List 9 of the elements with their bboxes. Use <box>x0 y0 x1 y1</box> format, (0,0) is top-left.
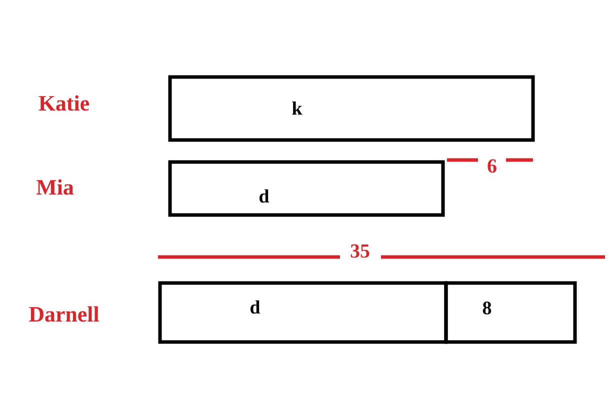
bar-model-box: d <box>158 281 448 344</box>
name-label: Mia <box>36 179 74 195</box>
bar-model-box: k <box>168 75 535 142</box>
name-label: Katie <box>38 95 89 111</box>
bar-model-box: d <box>168 160 445 217</box>
name-label: Darnell <box>29 306 99 322</box>
bar-model-box: 8 <box>444 281 577 344</box>
dimension-line: 35 <box>158 244 605 259</box>
dimension-line: 6 <box>447 158 533 173</box>
